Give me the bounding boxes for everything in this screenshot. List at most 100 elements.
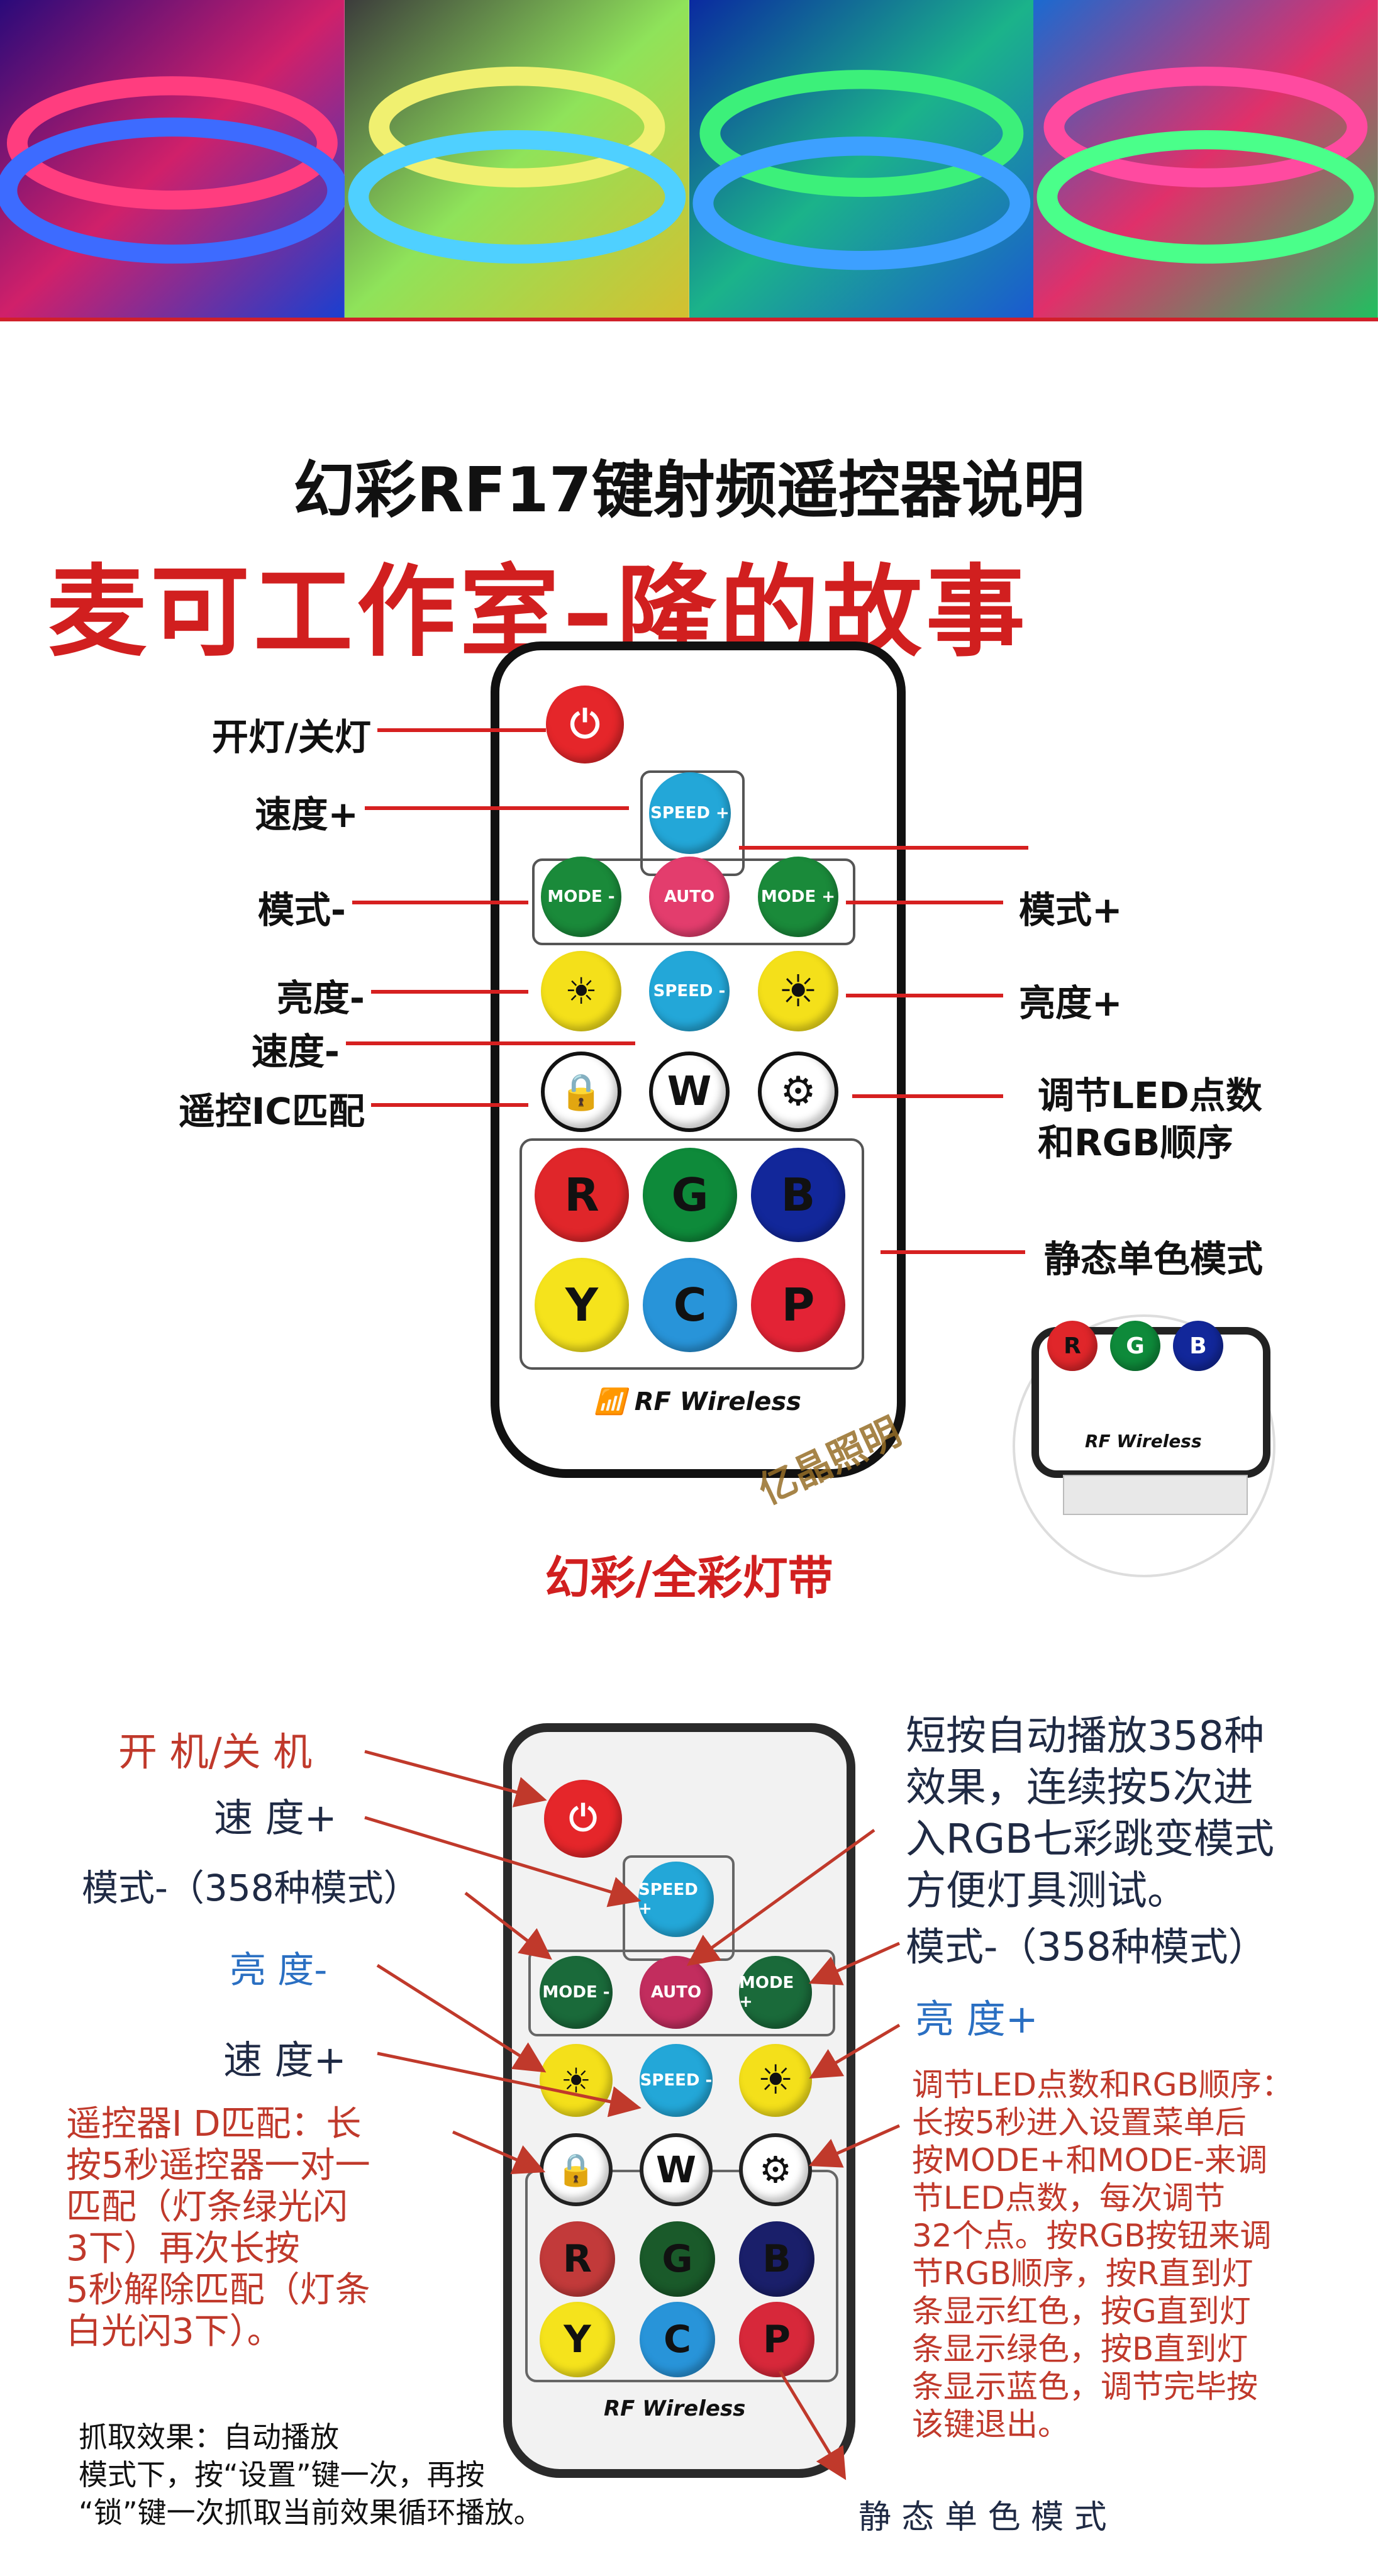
label-mode-minus: 模式- xyxy=(257,889,346,931)
r-button[interactable]: R xyxy=(535,1148,629,1242)
r2-sun-large-icon: ☀ xyxy=(757,2057,794,2104)
r2-lock-button[interactable]: 🔒 xyxy=(540,2133,613,2206)
line-speed-plus xyxy=(365,806,629,810)
led-setting-note: 调节LED点数和RGB顺序： 长按5秒进入设置菜单后 按MODE+和MODE-来… xyxy=(912,2066,1293,2443)
lock-icon: 🔒 xyxy=(559,1072,603,1113)
r2-label-brightness-plus: 亮 度+ xyxy=(915,1996,1038,2042)
power-button[interactable]: ⏻ xyxy=(546,686,624,763)
brightness-minus-button[interactable]: ☀ xyxy=(541,951,621,1031)
r2-c-button[interactable]: C xyxy=(640,2302,715,2377)
r2-auto-button[interactable]: AUTO xyxy=(640,1956,713,2029)
led-note-line-3: 按MODE+和MODE-来调 xyxy=(912,2142,1268,2179)
brightness-plus-button[interactable]: ☀ xyxy=(758,951,838,1031)
label-mode-plus: 模式+ xyxy=(1019,889,1123,931)
line-power xyxy=(377,728,546,732)
r2-b-button[interactable]: B xyxy=(739,2221,814,2297)
b-button[interactable]: B xyxy=(751,1148,845,1242)
id-note-line-6: 白光闪3下）。 xyxy=(66,2311,282,2352)
capture-note-line-2: 模式下，按“设置”键一次，再按 xyxy=(79,2458,485,2492)
mini-r-button: R xyxy=(1047,1321,1097,1371)
r2-y-button[interactable]: Y xyxy=(540,2302,615,2377)
r2-power-button[interactable]: ⏻ xyxy=(544,1780,622,1858)
led-note-line-4: 节LED点数，每次调节 xyxy=(912,2180,1225,2216)
auto-note-line-4: 方便灯具测试。 xyxy=(906,1868,1187,1914)
id-note-line-5: 5秒解除匹配（灯条 xyxy=(66,2270,370,2311)
id-match-note: 遥控器I D匹配：长 按5秒遥控器一对一 匹配（灯条绿光闪 3下）再次长按 5秒… xyxy=(66,2104,370,2353)
line-led-setting xyxy=(852,1094,1003,1098)
r2-mode-minus-button[interactable]: MODE - xyxy=(540,1956,613,2029)
capture-note-line-3: “锁”键一次抓取当前效果循环播放。 xyxy=(79,2496,543,2529)
line-ic-match xyxy=(371,1103,528,1107)
mini-g-button: G xyxy=(1110,1321,1160,1371)
r2-brightness-plus-button[interactable]: ☀ xyxy=(739,2044,812,2117)
r2-r-button[interactable]: R xyxy=(540,2221,615,2297)
led-note-line-6: 节RGB顺序，按R直到灯 xyxy=(912,2255,1253,2292)
id-note-line-4: 3下）再次长按 xyxy=(66,2228,300,2269)
y-button[interactable]: Y xyxy=(535,1258,629,1352)
r2-p-button[interactable]: P xyxy=(739,2302,814,2377)
line-static-color xyxy=(881,1250,1025,1254)
led-note-line-1: 调节LED点数和RGB顺序： xyxy=(912,2067,1293,2103)
capture-note-line-1: 抓取效果：自动播放 xyxy=(79,2420,339,2454)
label-led-setting-1: 调节LED点数 xyxy=(1038,1074,1262,1117)
p-button[interactable]: P xyxy=(751,1258,845,1352)
led-strip-photo-1 xyxy=(0,0,345,318)
r2-label-mode-right: 模式-（358种模式） xyxy=(906,1924,1267,1970)
led-note-line-5: 32个点。按RGB按钮来调 xyxy=(912,2218,1272,2254)
mini-rf-label: RF Wireless xyxy=(1085,1431,1202,1452)
power-icon: ⏻ xyxy=(570,702,600,747)
divider-line xyxy=(0,318,1378,321)
r2-label-speed-plus: 速 度+ xyxy=(214,1795,337,1841)
line-mode-plus xyxy=(846,901,1003,904)
r2-g-button[interactable]: G xyxy=(640,2221,715,2297)
capture-note: 抓取效果：自动播放 模式下，按“设置”键一次，再按 “锁”键一次抓取当前效果循环… xyxy=(79,2418,543,2531)
mode-plus-button[interactable]: MODE + xyxy=(758,857,838,937)
w-button[interactable]: W xyxy=(649,1052,730,1132)
speed-minus-button[interactable]: SPEED - xyxy=(649,951,730,1031)
auto-button[interactable]: AUTO xyxy=(649,857,730,937)
label-brightness-minus: 亮度- xyxy=(276,977,365,1019)
r2-label-power: 开 机/关 机 xyxy=(118,1729,313,1775)
label-power: 开灯/关灯 xyxy=(211,716,371,758)
label-speed-minus: 速度- xyxy=(251,1030,340,1073)
r2-speed-plus-button[interactable]: SPEED + xyxy=(638,1862,714,1937)
r2-lock-icon: 🔒 xyxy=(556,2151,596,2188)
rf-wireless-text: RF Wireless xyxy=(634,1387,801,1416)
r2-rf-wireless-label: RF Wireless xyxy=(604,2396,746,2421)
r2-sun-small-icon: ☀ xyxy=(560,2060,592,2101)
g-button[interactable]: G xyxy=(643,1148,737,1242)
r2-settings-button[interactable]: ⚙ xyxy=(739,2133,812,2206)
auto-note-line-3: 入RGB七彩跳变模式 xyxy=(906,1816,1274,1863)
label-speed-plus: 速度+ xyxy=(255,793,358,836)
label-ic-match: 遥控IC匹配 xyxy=(178,1090,365,1133)
settings-button[interactable]: ⚙ xyxy=(758,1052,838,1132)
r2-speed-minus-button[interactable]: SPEED - xyxy=(640,2044,713,2117)
c-button[interactable]: C xyxy=(643,1258,737,1352)
r2-label-brightness-minus: 亮 度- xyxy=(230,1948,328,1991)
speed-plus-button[interactable]: SPEED + xyxy=(649,772,731,854)
rf-wireless-label: 📶 RF Wireless xyxy=(594,1387,801,1416)
auto-note-line-2: 效果，连续按5次进 xyxy=(906,1765,1253,1811)
photo-strip xyxy=(0,0,1378,318)
line-mode-minus xyxy=(352,901,528,904)
auto-note: 短按自动播放358种 效果，连续按5次进 入RGB七彩跳变模式 方便灯具测试。 xyxy=(906,1711,1274,1917)
auto-note-line-1: 短按自动播放358种 xyxy=(906,1713,1265,1760)
lock-button[interactable]: 🔒 xyxy=(541,1052,621,1132)
r2-mode-plus-button[interactable]: MODE + xyxy=(739,1956,812,2029)
line-auto xyxy=(739,846,1028,850)
line-speed-minus xyxy=(346,1041,635,1045)
gear-icon: ⚙ xyxy=(780,1069,816,1115)
id-note-line-1: 遥控器I D匹配：长 xyxy=(66,2104,362,2145)
r2-brightness-minus-button[interactable]: ☀ xyxy=(540,2044,613,2117)
led-note-line-9: 条显示蓝色，调节完毕按 xyxy=(912,2368,1258,2405)
r2-w-button[interactable]: W xyxy=(640,2133,713,2206)
led-note-line-10: 该键退出。 xyxy=(912,2406,1069,2443)
mini-remote-base xyxy=(1063,1475,1248,1515)
sun-large-icon: ☀ xyxy=(778,965,818,1017)
led-note-line-8: 条显示绿色，按B直到灯 xyxy=(912,2331,1248,2367)
r2-gear-icon: ⚙ xyxy=(759,2148,792,2191)
led-note-line-2: 长按5秒进入设置菜单后 xyxy=(912,2104,1247,2141)
led-note-line-7: 条显示红色，按G直到灯 xyxy=(912,2293,1251,2329)
mode-minus-button[interactable]: MODE - xyxy=(541,857,621,937)
led-strip-photo-2 xyxy=(344,0,689,318)
